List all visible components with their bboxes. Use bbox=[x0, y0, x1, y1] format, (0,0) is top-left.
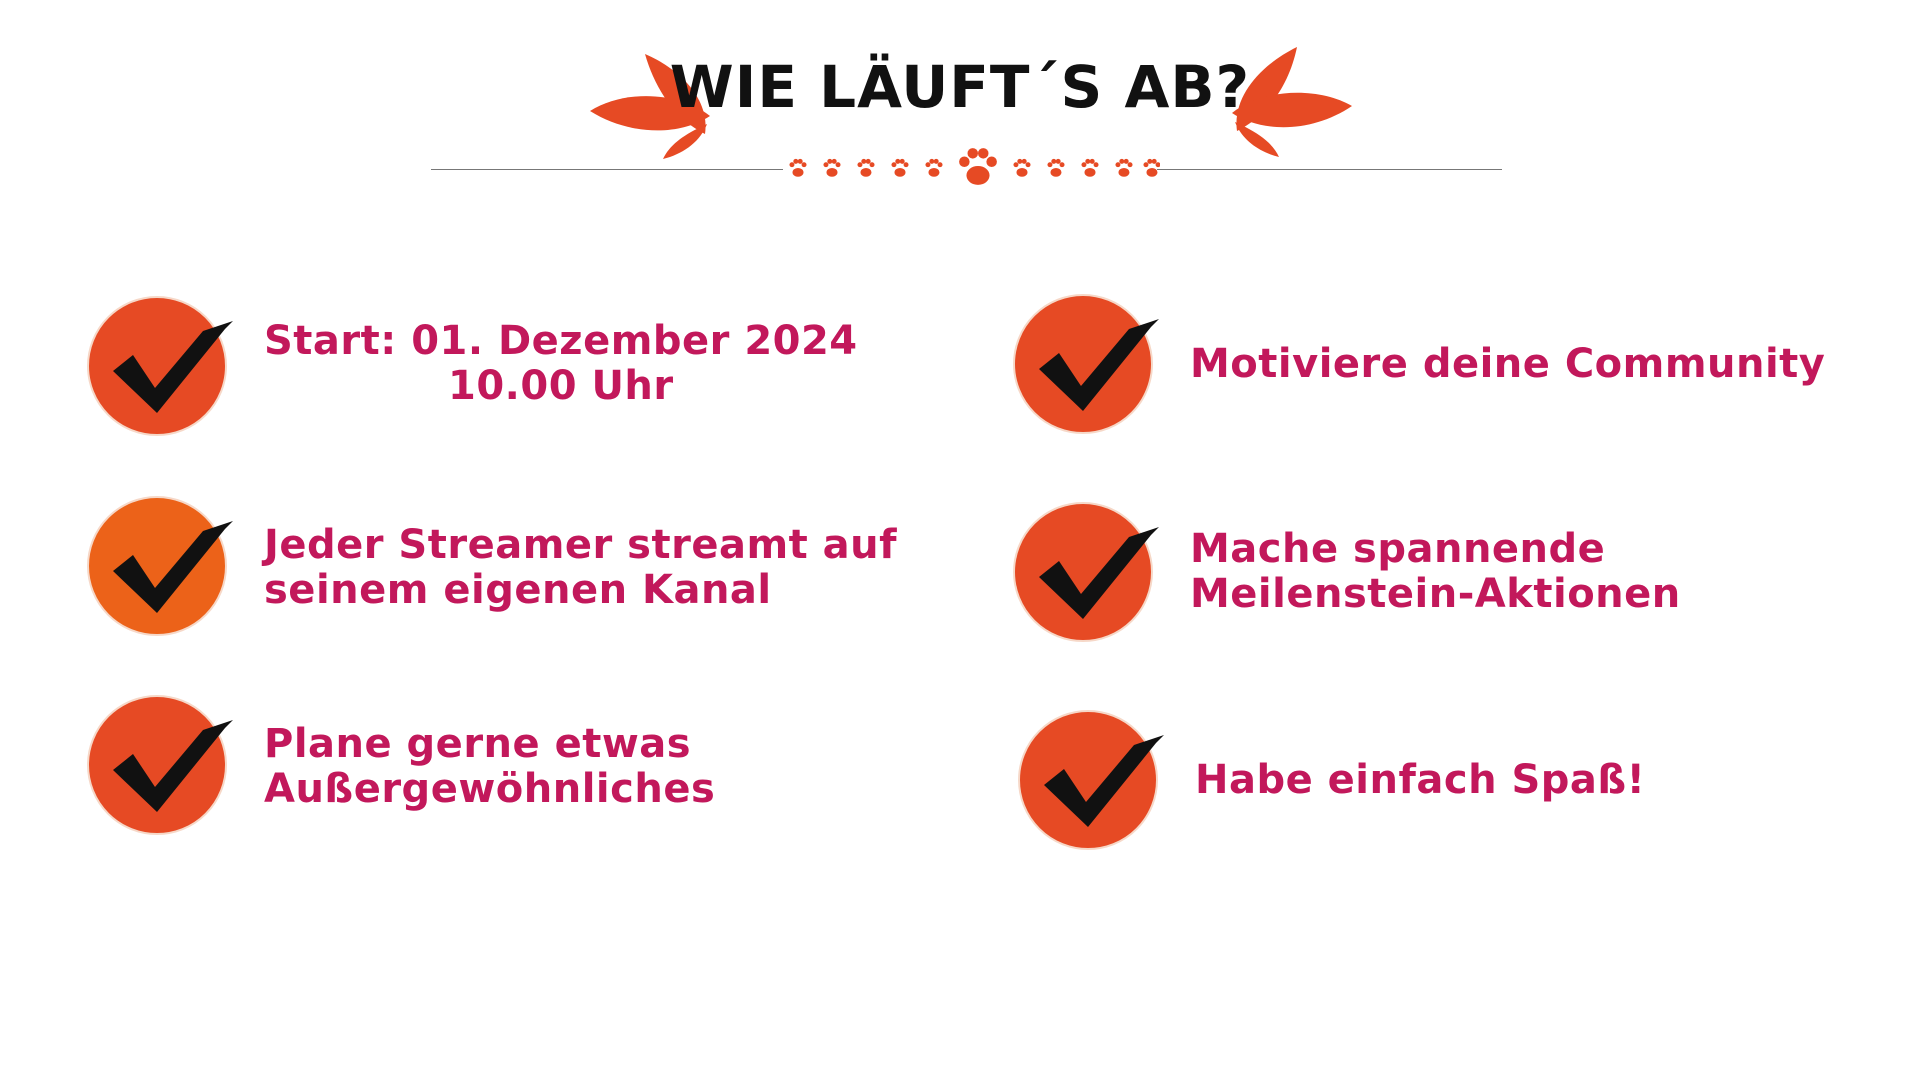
page-title: WIE LÄUFT´S AB? bbox=[669, 53, 1251, 121]
leaf-branch-icon bbox=[590, 54, 710, 159]
list-item-label: Motiviere deine Community bbox=[1190, 341, 1826, 387]
checkmark-circle-icon bbox=[1013, 502, 1159, 642]
divider-line bbox=[1157, 169, 1502, 170]
checkmark-circle-icon bbox=[87, 496, 233, 636]
list-item-label: Mache spannende Meilenstein-Aktionen bbox=[1190, 526, 1681, 617]
leaf-branch-icon bbox=[1232, 47, 1352, 157]
divider-line bbox=[431, 169, 783, 170]
list-item-label: Plane gerne etwas Außergewöhnliches bbox=[264, 721, 716, 812]
list-item-label: Start: 01. Dezember 2024 10.00 Uhr bbox=[264, 318, 858, 409]
checkmark-circle-icon bbox=[1018, 710, 1164, 850]
paw-print-icon bbox=[789, 148, 1160, 185]
list-item-label: Habe einfach Spaß! bbox=[1195, 757, 1646, 803]
list-item-label: Jeder Streamer streamt auf seinem eigene… bbox=[264, 522, 898, 613]
checkmark-circle-icon bbox=[87, 296, 233, 436]
checkmark-circle-icon bbox=[1013, 294, 1159, 434]
header: WIE LÄUFT´S AB? bbox=[0, 0, 1920, 200]
checkmark-circle-icon bbox=[87, 695, 233, 835]
